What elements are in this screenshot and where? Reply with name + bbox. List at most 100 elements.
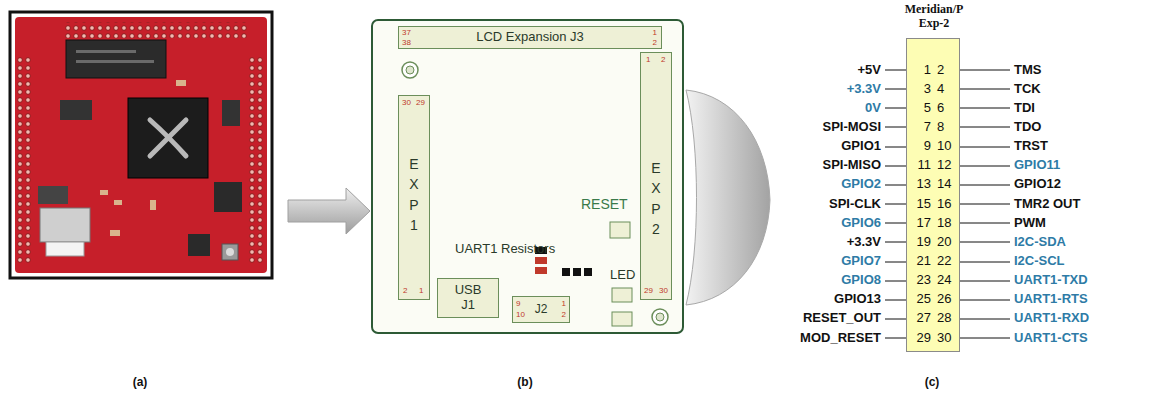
signal-name: SPI-MOSI xyxy=(822,120,881,135)
pin-number: 16 xyxy=(937,197,959,212)
signal-name: MOD_RESET xyxy=(800,331,881,346)
pin-number: 30 xyxy=(937,331,959,346)
circuit-board xyxy=(15,17,267,273)
passive-part xyxy=(150,200,156,210)
signal-name: GPIO2 xyxy=(841,177,881,192)
signal-name: GPIO6 xyxy=(841,216,881,231)
panel-label: (a) xyxy=(128,376,152,390)
pin-number: 17 xyxy=(907,216,931,231)
passive-part xyxy=(114,200,122,205)
pin-number: 15 xyxy=(907,197,931,212)
signal-name: TDO xyxy=(1014,120,1041,135)
pin-number: 28 xyxy=(937,311,959,326)
led-pad xyxy=(612,312,632,326)
signal-name: UART1-RXD xyxy=(1014,311,1089,326)
pin-number: 7 xyxy=(907,120,931,135)
pin-number: 20 xyxy=(937,235,959,250)
signal-name: TCK xyxy=(1014,82,1041,97)
pin-number: 13 xyxy=(907,177,931,192)
usb-socket xyxy=(46,242,84,256)
pin-number: 8 xyxy=(937,120,959,135)
ic-chip xyxy=(222,100,240,126)
pin-number: 38 xyxy=(402,39,411,47)
mounting-hole xyxy=(402,62,418,78)
signal-name: TDI xyxy=(1014,101,1035,116)
signal-name: GPIO1 xyxy=(841,139,881,154)
pin-number: 9 xyxy=(907,139,931,154)
pin-number: 23 xyxy=(907,273,931,288)
pin-number: 2 xyxy=(653,39,657,47)
signal-name: I2C-SDA xyxy=(1014,235,1066,250)
mounting-hole xyxy=(656,313,664,321)
led-symbol xyxy=(573,268,581,276)
signal-name: 0V xyxy=(865,101,881,116)
mounting-hole xyxy=(652,309,668,325)
pin-number: 2 xyxy=(403,287,407,295)
resistor-symbol xyxy=(535,257,547,264)
pin-number: 1 xyxy=(653,29,657,37)
connector-block: J291012 xyxy=(512,296,570,323)
signal-name: GPIO12 xyxy=(1014,177,1061,192)
signal-name: SPI-CLK xyxy=(829,197,881,212)
connector-name: EXP2 xyxy=(649,158,663,239)
pin-number: 27 xyxy=(907,311,931,326)
led-pad xyxy=(612,288,632,302)
pin-number: 1 xyxy=(562,300,566,308)
board-outline xyxy=(372,20,683,333)
fpga-chip xyxy=(128,98,208,178)
pin-number: 26 xyxy=(937,292,959,307)
pin-number: 6 xyxy=(937,101,959,116)
memory-chip xyxy=(66,40,166,78)
pin-number: 29 xyxy=(644,287,653,295)
signal-name: +3.3V xyxy=(847,82,881,97)
pin-number: 22 xyxy=(937,254,959,269)
signal-name: +3.3V xyxy=(847,235,881,250)
led-symbol xyxy=(562,268,570,276)
pin-number: 25 xyxy=(907,292,931,307)
pin-number: 4 xyxy=(937,82,959,97)
panel-label: (b) xyxy=(513,376,537,390)
header-title: Meridian/P Exp-2 xyxy=(892,3,976,31)
connector-name: EXP1 xyxy=(407,154,421,235)
push-button xyxy=(222,244,238,260)
lcd-connector: LCD Expansion J3373812 xyxy=(398,26,662,49)
pin-number: 1 xyxy=(646,56,650,64)
usb-connector: USB J1 xyxy=(437,278,499,318)
signal-name: UART1-TXD xyxy=(1014,273,1088,288)
resistor-symbol xyxy=(535,267,547,274)
pin-number: 10 xyxy=(937,139,959,154)
signal-name: TMR2 OUT xyxy=(1014,197,1080,212)
signal-name: UART1-RTS xyxy=(1014,292,1088,307)
passive-part xyxy=(176,80,186,86)
expansion-header: EXP1302921 xyxy=(398,95,430,300)
mounting-hole xyxy=(406,66,414,74)
photo-frame xyxy=(10,12,272,278)
leader-line xyxy=(960,70,1010,338)
zoom-arrow xyxy=(686,90,770,305)
pin-number: 21 xyxy=(907,254,931,269)
header-holes xyxy=(16,56,32,264)
passive-part xyxy=(100,190,108,195)
ic-chip xyxy=(188,234,210,256)
chip-marking xyxy=(76,60,154,63)
pin-number: 2 xyxy=(661,56,665,64)
pin-number: 29 xyxy=(907,331,931,346)
pin-number: 19 xyxy=(907,235,931,250)
pin-header: Meridian/P Exp-2123456789101112131415161… xyxy=(906,38,960,352)
pin-number: 3 xyxy=(907,82,931,97)
signal-name: TMS xyxy=(1014,63,1041,78)
pin-number: 30 xyxy=(659,287,668,295)
signal-name: TRST xyxy=(1014,139,1048,154)
pin-number: 30 xyxy=(402,99,411,107)
reset-button xyxy=(610,222,630,238)
pin-number: 9 xyxy=(516,300,520,308)
usb-connector xyxy=(40,208,90,242)
connector-name: USB J1 xyxy=(448,283,488,313)
leader-line xyxy=(885,70,906,338)
pin-number: 5 xyxy=(907,101,931,116)
chip-marking xyxy=(76,50,136,53)
pin-number: 10 xyxy=(516,311,525,319)
signal-name: PWM xyxy=(1014,216,1046,231)
